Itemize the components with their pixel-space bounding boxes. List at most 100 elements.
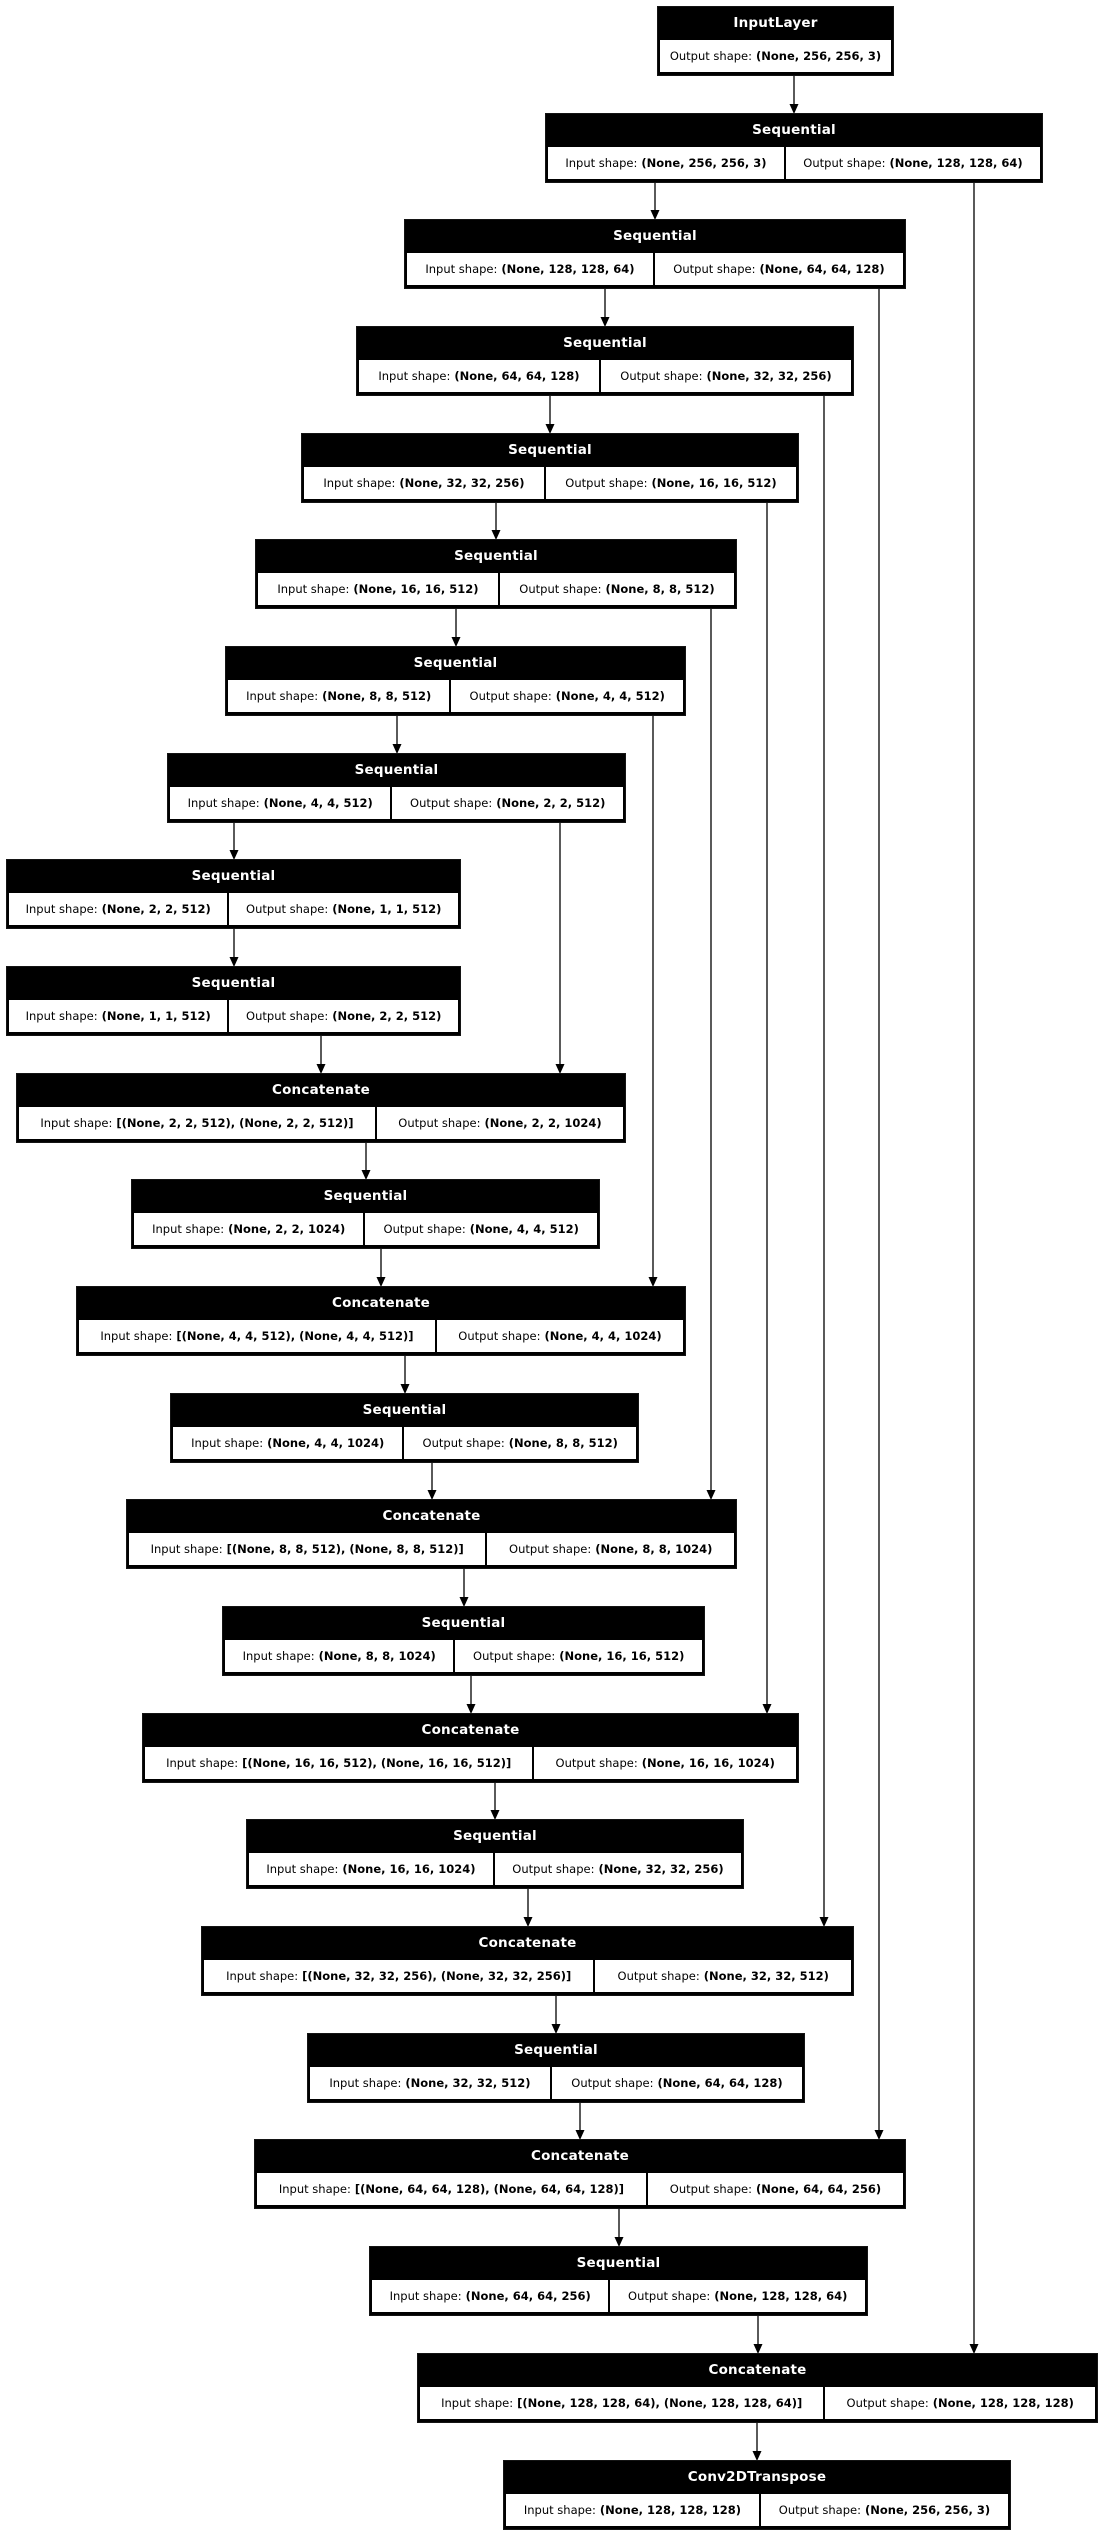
- output-shape-cell: Output shape: (None, 1, 1, 512): [229, 893, 459, 925]
- node-shape-row: Input shape: (None, 4, 4, 1024) Output s…: [173, 1427, 637, 1459]
- node-title: Concatenate: [478, 1935, 577, 1951]
- input-shape-prefix: Input shape:: [266, 1862, 339, 1876]
- output-shape-value: (None, 8, 8, 512): [605, 582, 715, 596]
- edge-arrow: [376, 1249, 386, 1287]
- input-shape-prefix: Input shape:: [277, 582, 350, 596]
- node-shape-row: Input shape: (None, 64, 64, 256) Output …: [372, 2280, 866, 2312]
- edge-arrow: [789, 76, 799, 114]
- output-shape-value: (None, 16, 16, 512): [651, 476, 777, 490]
- node-shape-row: Input shape: (None, 8, 8, 512) Output sh…: [228, 680, 684, 712]
- output-shape-prefix: Output shape:: [617, 1969, 700, 1983]
- input-shape-prefix: Input shape:: [246, 689, 319, 703]
- edge-arrow: [316, 1036, 326, 1074]
- input-shape-value: (None, 256, 256, 3): [641, 156, 767, 170]
- output-shape-cell: Output shape: (None, 2, 2, 1024): [376, 1107, 624, 1139]
- output-shape-cell: Output shape: (None, 64, 64, 128): [551, 2067, 803, 2099]
- input-shape-value: [(None, 64, 64, 128), (None, 64, 64, 128…: [354, 2182, 625, 2196]
- input-shape-value: (None, 16, 16, 512): [353, 582, 479, 596]
- output-shape-prefix: Output shape:: [398, 1116, 481, 1130]
- input-shape-cell: Input shape: (None, 16, 16, 1024): [249, 1853, 493, 1885]
- output-shape-cell: Output shape: (None, 16, 16, 512): [545, 467, 797, 499]
- input-shape-cell: Input shape: (None, 32, 32, 256): [304, 467, 544, 499]
- output-shape-cell: Output shape: (None, 256, 256, 3): [760, 2494, 1009, 2526]
- output-shape-prefix: Output shape:: [509, 1542, 592, 1556]
- node-shape-row: Input shape: [(None, 4, 4, 512), (None, …: [79, 1320, 684, 1352]
- input-shape-value: (None, 2, 2, 512): [101, 902, 211, 916]
- output-shape-prefix: Output shape:: [669, 2182, 752, 2196]
- output-shape-cell: Output shape: (None, 32, 32, 256): [600, 360, 852, 392]
- edge-arrow: [752, 2423, 762, 2461]
- input-shape-prefix: Input shape:: [187, 796, 260, 810]
- edge-arrow: [575, 2103, 585, 2140]
- edge-arrow: [229, 823, 239, 860]
- input-shape-cell: Input shape: (None, 2, 2, 512): [9, 893, 228, 925]
- output-shape-cell: Output shape: (None, 64, 64, 128): [654, 253, 904, 285]
- output-shape-cell: Output shape: (None, 128, 128, 64): [610, 2280, 866, 2312]
- input-shape-value: [(None, 4, 4, 512), (None, 4, 4, 512)]: [176, 1329, 414, 1343]
- input-shape-prefix: Input shape:: [565, 156, 638, 170]
- node-title: Sequential: [191, 975, 276, 991]
- node-sequential-15: Sequential Input shape: (None, 8, 8, 102…: [222, 1606, 705, 1676]
- node-title: Sequential: [508, 442, 592, 458]
- output-shape-cell: Output shape: (None, 4, 4, 512): [365, 1213, 598, 1245]
- output-shape-cell: Output shape: (None, 8, 8, 1024): [487, 1533, 735, 1565]
- output-shape-prefix: Output shape:: [778, 2503, 861, 2517]
- input-shape-value: (None, 64, 64, 128): [454, 369, 580, 383]
- output-shape-cell: Output shape: (None, 64, 64, 256): [647, 2173, 903, 2205]
- edge-arrow: [551, 1996, 561, 2034]
- input-shape-value: (None, 2, 2, 1024): [228, 1222, 346, 1236]
- node-sequential-21: Sequential Input shape: (None, 64, 64, 2…: [369, 2246, 868, 2316]
- output-shape-value: (None, 256, 256, 3): [864, 2503, 991, 2517]
- input-shape-prefix: Input shape:: [523, 2503, 596, 2517]
- node-sequential-5: Sequential Input shape: (None, 16, 16, 5…: [255, 539, 737, 609]
- node-title: Sequential: [454, 548, 538, 564]
- output-shape-cell: Output shape: (None, 256, 256, 3): [660, 40, 891, 72]
- output-shape-prefix: Output shape:: [846, 2396, 929, 2410]
- node-title: Sequential: [613, 228, 697, 244]
- node-shape-row: Input shape: (None, 8, 8, 1024) Output s…: [225, 1640, 703, 1672]
- node-title: Conv2DTranspose: [687, 2469, 827, 2485]
- input-shape-value: (None, 16, 16, 1024): [342, 1862, 476, 1876]
- output-shape-prefix: Output shape:: [620, 369, 703, 383]
- node-sequential-2: Sequential Input shape: (None, 128, 128,…: [404, 219, 906, 289]
- edge-arrow: [600, 289, 610, 327]
- output-shape-cell: Output shape: (None, 8, 8, 512): [499, 573, 735, 605]
- input-shape-cell: Input shape: [(None, 64, 64, 128), (None…: [257, 2173, 646, 2205]
- output-shape-value: (None, 4, 4, 512): [555, 689, 665, 703]
- node-shape-row: Input shape: [(None, 128, 128, 64), (Non…: [420, 2387, 1095, 2419]
- node-title: Concatenate: [331, 1295, 431, 1311]
- edge-arrow: [451, 609, 461, 647]
- node-shape-row: Input shape: (None, 16, 16, 1024) Output…: [249, 1853, 742, 1885]
- input-shape-prefix: Input shape:: [278, 2182, 351, 2196]
- input-shape-value: (None, 1, 1, 512): [101, 1009, 211, 1023]
- output-shape-cell: Output shape: (None, 32, 32, 512): [595, 1960, 851, 1992]
- node-sequential-13: Sequential Input shape: (None, 4, 4, 102…: [170, 1393, 639, 1463]
- skip-connection-arrow: [874, 289, 884, 2140]
- input-shape-prefix: Input shape:: [329, 2076, 402, 2090]
- node-concatenate-20: Concatenate Input shape: [(None, 64, 64,…: [254, 2139, 906, 2209]
- output-shape-value: (None, 32, 32, 256): [598, 1862, 724, 1876]
- node-shape-row: Input shape: (None, 16, 16, 512) Output …: [258, 573, 735, 605]
- output-shape-prefix: Output shape:: [246, 1009, 329, 1023]
- node-title: InputLayer: [733, 15, 818, 31]
- node-title: Concatenate: [421, 1722, 520, 1738]
- input-shape-cell: Input shape: (None, 128, 128, 64): [407, 253, 653, 285]
- output-shape-value: (None, 32, 32, 256): [706, 369, 832, 383]
- output-shape-value: (None, 16, 16, 1024): [641, 1756, 775, 1770]
- node-shape-row: Input shape: (None, 128, 128, 64) Output…: [407, 253, 904, 285]
- input-shape-prefix: Input shape:: [40, 1116, 113, 1130]
- node-shape-row: Input shape: (None, 32, 32, 256) Output …: [304, 467, 797, 499]
- input-shape-prefix: Input shape:: [226, 1969, 299, 1983]
- input-shape-value: [(None, 2, 2, 512), (None, 2, 2, 512)]: [116, 1116, 354, 1130]
- node-title: Concatenate: [530, 2148, 630, 2164]
- input-shape-cell: Input shape: (None, 4, 4, 1024): [173, 1427, 403, 1459]
- output-shape-value: (None, 128, 128, 64): [889, 156, 1023, 170]
- output-shape-prefix: Output shape:: [383, 1222, 466, 1236]
- node-shape-row: Input shape: (None, 32, 32, 512) Output …: [310, 2067, 803, 2099]
- node-shape-row: Input shape: (None, 64, 64, 128) Output …: [359, 360, 852, 392]
- output-shape-value: (None, 128, 128, 128): [932, 2396, 1074, 2410]
- node-shape-row: Input shape: (None, 2, 2, 512) Output sh…: [9, 893, 459, 925]
- output-shape-cell: Output shape: (None, 8, 8, 512): [404, 1427, 637, 1459]
- node-shape-row: Input shape: [(None, 8, 8, 512), (None, …: [129, 1533, 735, 1565]
